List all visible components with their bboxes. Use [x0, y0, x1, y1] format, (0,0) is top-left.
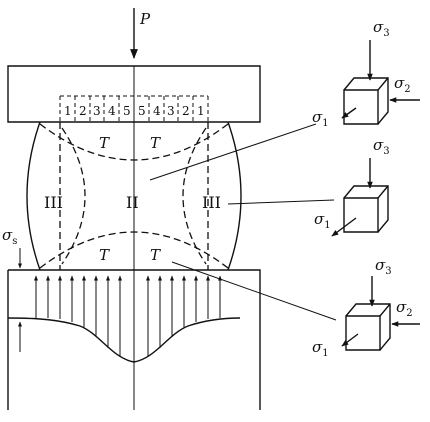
- cell-number-3: 3: [93, 104, 101, 118]
- cell-number-4: 4: [108, 104, 116, 118]
- cell-number-5: 5: [123, 104, 131, 118]
- stress-element-bottom: σ3 σ2 σ1: [312, 256, 420, 359]
- load-label: P: [139, 10, 151, 28]
- stress-1-sigma3-label: σ3: [373, 18, 390, 39]
- cell-number-7: 4: [153, 104, 161, 118]
- stress-2-sigma1-label: σ1: [314, 210, 331, 231]
- stress-element-middle: σ3 σ1: [314, 136, 390, 237]
- zone-label-left: III: [44, 193, 63, 212]
- zone-labels: T T II III III T T: [44, 134, 221, 264]
- stress-1-sigma1-label: σ1: [312, 108, 329, 129]
- stress-1-sigma2-label: σ2: [394, 74, 411, 95]
- workpiece-outline: [26, 121, 242, 271]
- cell-number-9: 2: [182, 104, 190, 118]
- cell-number-2: 2: [79, 104, 87, 118]
- stress-element-top: σ3 σ2 σ1: [312, 18, 420, 129]
- side-stress-label: σs: [2, 226, 17, 247]
- cell-number-6: 5: [138, 104, 146, 118]
- pressure-distribution: [7, 275, 241, 363]
- cell-number-10: 1: [197, 104, 205, 118]
- platen-cells: 1 2 3 4 5 5 4 3 2 1: [59, 95, 209, 122]
- side-stress: σs: [2, 226, 22, 352]
- leader-lines: [149, 123, 337, 321]
- upper-platen: [7, 65, 261, 123]
- zone-label-right: III: [202, 193, 221, 212]
- zone-label-top-left: T: [99, 134, 110, 152]
- zone-label-bottom-right: T: [150, 246, 161, 264]
- lower-platen: [7, 269, 261, 410]
- cell-number-8: 3: [167, 104, 175, 118]
- zone-label-bottom-left: T: [99, 246, 110, 264]
- zone-boundaries: [39, 122, 229, 270]
- zone-label-top-right: T: [150, 134, 161, 152]
- stress-3-sigma1-label: σ1: [312, 338, 329, 359]
- stress-3-sigma3-label: σ3: [375, 256, 392, 277]
- cell-number-1: 1: [64, 104, 72, 118]
- zone-label-center: II: [126, 193, 139, 212]
- load-axis: P: [130, 8, 151, 410]
- stress-3-sigma2-label: σ2: [396, 298, 413, 319]
- stress-2-sigma3-label: σ3: [373, 136, 390, 157]
